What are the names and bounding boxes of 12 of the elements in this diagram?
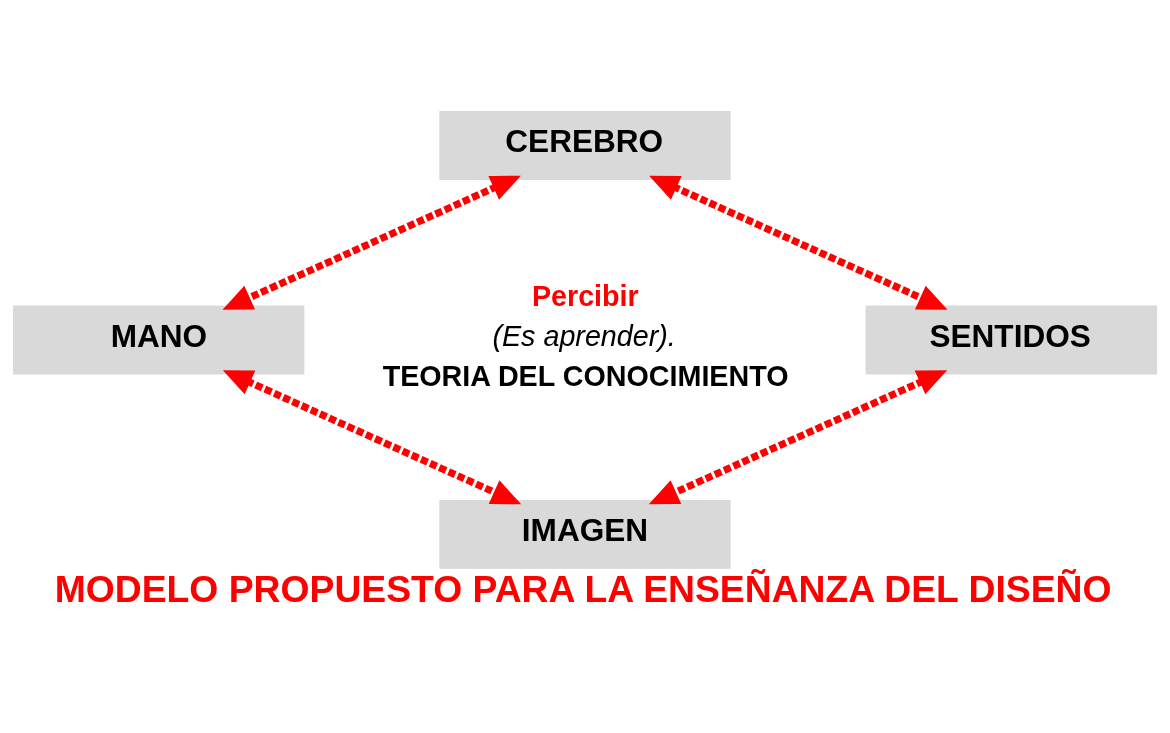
label: TEORIA DEL CONOCIMIENTO (382, 359, 789, 392)
arrow (649, 175, 948, 310)
node-box: CEREBRO (439, 111, 731, 180)
label: Percibir (531, 279, 639, 312)
node-box: IMAGEN (439, 499, 731, 569)
label: (Es aprender). (492, 319, 676, 352)
arrow (222, 175, 521, 310)
node-box: MANO (13, 305, 305, 375)
arrow (222, 370, 522, 505)
node-box: SENTIDOS (865, 305, 1157, 375)
arrow (648, 370, 948, 505)
caption: MODELO PROPUESTO PARA LA ENSEÑANZA DEL DISEÑO (54, 568, 1112, 611)
